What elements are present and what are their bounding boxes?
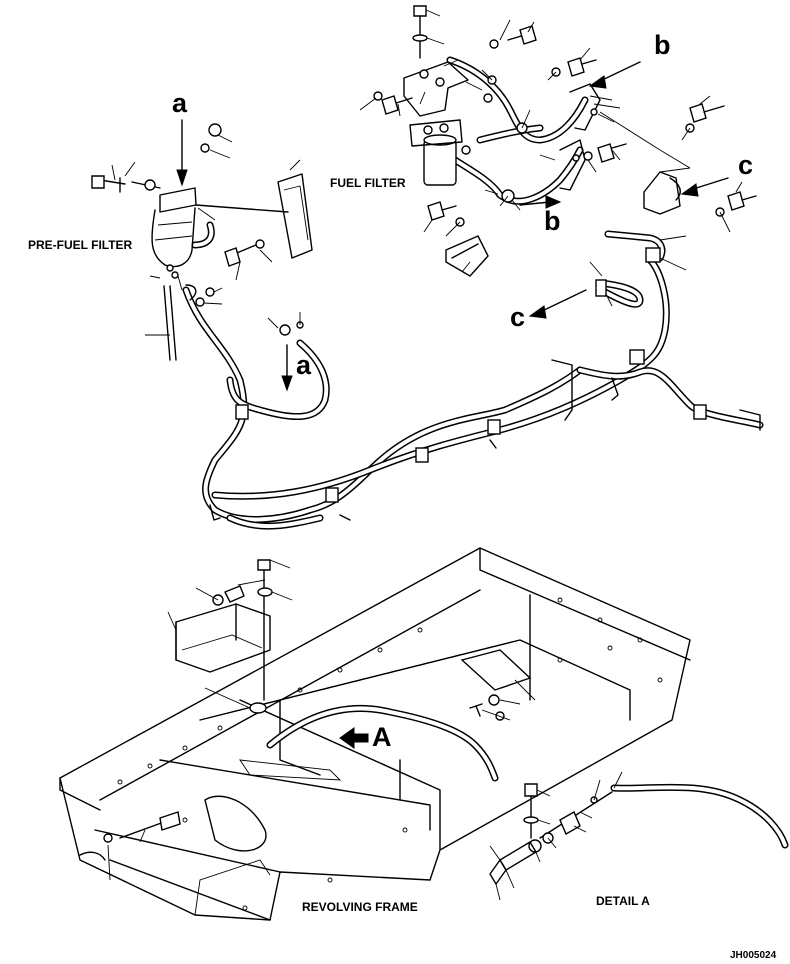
c-area-parts (589, 95, 757, 307)
callout-arrow-A (339, 727, 369, 749)
fuel-filter (373, 5, 537, 186)
pre-fuel-filter (91, 123, 313, 361)
detail-a-label: DETAIL A (596, 894, 650, 908)
revolving-frame-label: REVOLVING FRAME (302, 900, 418, 914)
callout-c-left: c (510, 302, 526, 332)
fuel-filter-leaders (359, 9, 535, 117)
pre-filter-leaders (111, 134, 301, 336)
callout-c-right: c (738, 150, 754, 180)
callout-arrow-b-top (588, 61, 641, 89)
detail-a-leaders (489, 771, 623, 901)
callout-arrow-a-top (176, 119, 188, 187)
fuel-hoses (182, 56, 764, 530)
fuel-filter-label: FUEL FILTER (330, 176, 406, 190)
callout-arrow-c-left (528, 289, 587, 319)
guard-bracket (167, 559, 293, 714)
b-area-leaders (423, 47, 661, 273)
callout-arrow-a-mid (267, 312, 304, 392)
hose-clamps (209, 247, 761, 521)
frame-bolt (79, 811, 181, 881)
detail-a-assembly (489, 783, 789, 885)
callout-b-mid: b (544, 206, 561, 236)
frame-plate (460, 649, 536, 721)
callout-arrow-b-mid (519, 195, 562, 209)
revolving-frame (59, 547, 691, 921)
pre-fuel-filter-label: PRE-FUEL FILTER (28, 238, 133, 252)
callout-A-detail: A (372, 722, 392, 752)
callout-arrow-c-right (680, 177, 729, 197)
callout-a-mid: a (296, 350, 312, 380)
callout-a-top: a (172, 88, 188, 118)
drawing-code: JH005024 (730, 950, 777, 961)
callout-b-top: b (654, 30, 671, 60)
b-area-parts (427, 57, 627, 277)
